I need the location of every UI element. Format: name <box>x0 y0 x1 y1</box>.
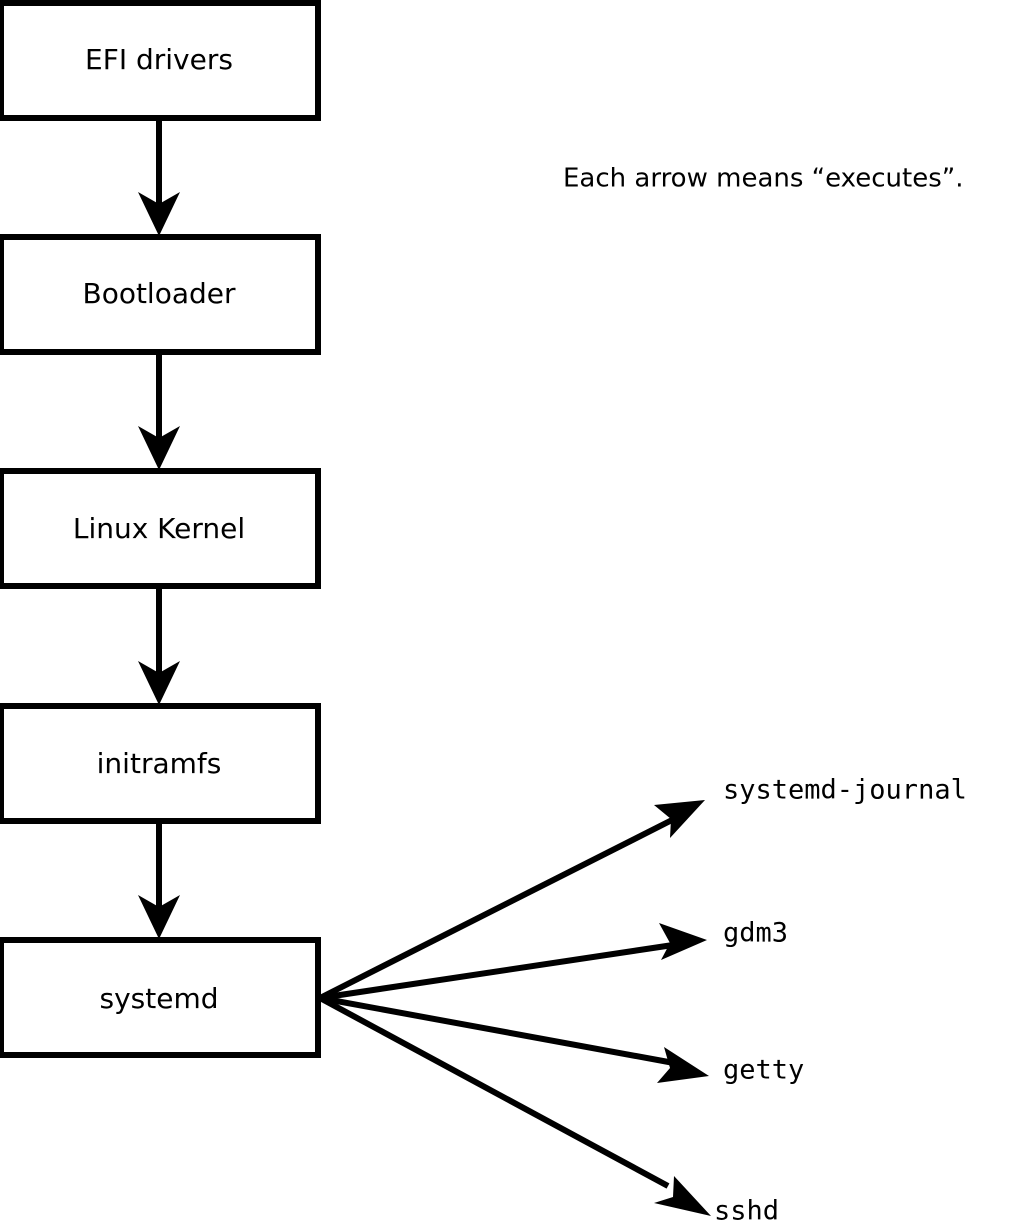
edge-linux-kernel-to-initramfs <box>138 588 180 705</box>
node-efi-drivers[interactable]: EFI drivers <box>0 0 321 121</box>
node-box-rect <box>0 703 321 824</box>
node-label: Linux Kernel <box>73 512 245 545</box>
arrowhead-icon <box>659 923 707 960</box>
node-label: systemd <box>100 982 219 1015</box>
arrowhead-icon <box>654 1176 711 1216</box>
node-box-rect <box>0 0 321 121</box>
arrowhead-icon <box>657 1047 709 1083</box>
node-initramfs[interactable]: initramfs <box>0 703 321 824</box>
node-systemd[interactable]: systemd <box>0 937 321 1058</box>
edge-shaft <box>318 817 674 1001</box>
node-box-rect <box>0 937 321 1058</box>
node-box-rect <box>0 468 321 589</box>
node-label: initramfs <box>97 747 222 780</box>
edge-systemd-to-systemd-journal <box>318 800 705 1001</box>
edge-shaft <box>319 942 674 1001</box>
node-linux-kernel[interactable]: Linux Kernel <box>0 468 321 589</box>
edge-initramfs-to-systemd <box>138 823 180 939</box>
edge-efi-drivers-to-bootloader <box>138 120 180 236</box>
edge-shaft <box>318 995 670 1189</box>
node-label: Bootloader <box>82 277 236 310</box>
diagram-note: Each arrow means “executes”. <box>563 164 964 194</box>
arrowhead-icon <box>654 800 705 838</box>
edge-bootloader-to-linux-kernel <box>138 354 180 470</box>
process-label-gdm3: gdm3 <box>723 918 788 949</box>
process-label-sshd: sshd <box>714 1196 779 1227</box>
node-label: EFI drivers <box>85 43 233 76</box>
arrowhead-down-icon <box>138 661 180 705</box>
arrowhead-down-icon <box>138 426 180 470</box>
edge-shaft <box>319 995 675 1066</box>
node-box-rect <box>0 234 321 355</box>
process-label-systemd-journal: systemd-journal <box>723 775 967 806</box>
node-bootloader[interactable]: Bootloader <box>0 234 321 355</box>
edge-systemd-to-gdm3 <box>319 923 707 1001</box>
arrowhead-down-icon <box>138 895 180 939</box>
process-label-getty: getty <box>723 1055 804 1086</box>
edge-systemd-to-sshd <box>318 995 711 1216</box>
edge-systemd-to-getty <box>319 995 709 1083</box>
arrowhead-down-icon <box>138 192 180 236</box>
